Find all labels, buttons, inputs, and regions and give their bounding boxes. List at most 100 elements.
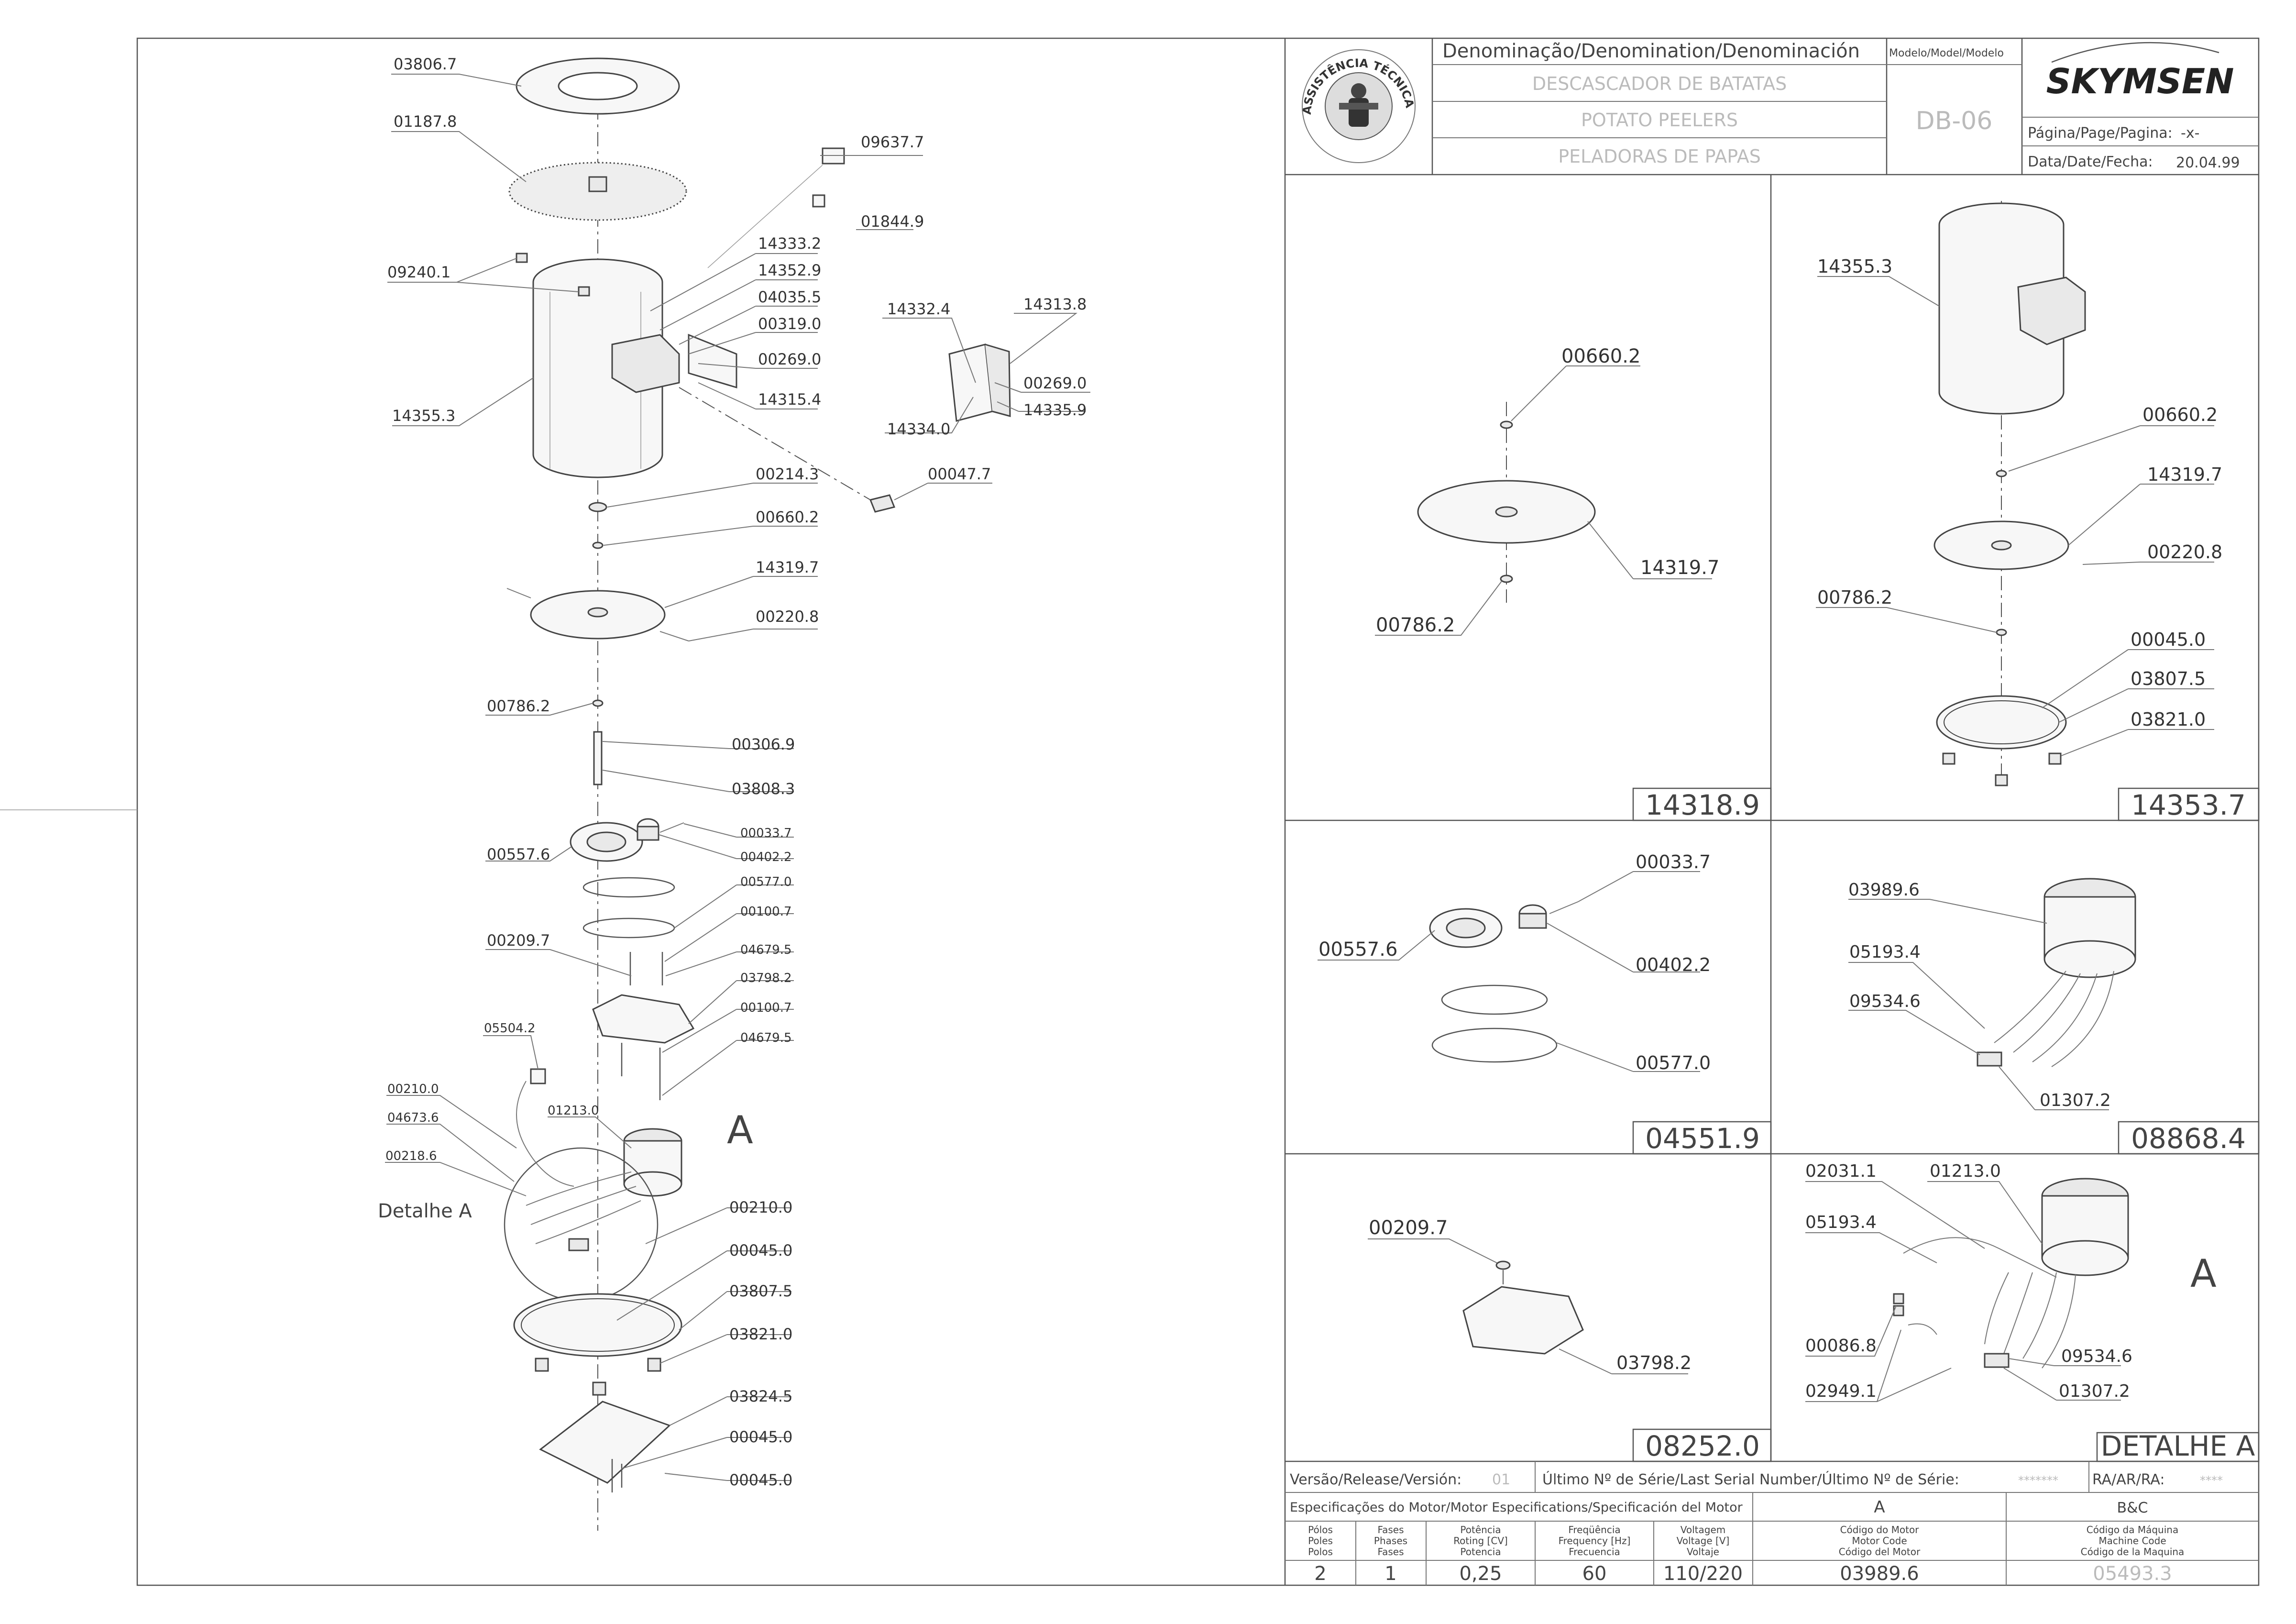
part-label: 00210.0 <box>729 1198 792 1216</box>
part-label: 03821.0 <box>729 1325 792 1343</box>
part-label: 00269.0 <box>758 350 821 368</box>
serial-label: Último Nº de Série/Last Serial Number/Úl… <box>1542 1470 1959 1488</box>
svg-text:00786.2: 00786.2 <box>1817 587 1892 608</box>
svg-text:Fases: Fases <box>1377 1546 1404 1558</box>
panel-code-08252: 08252.0 <box>1645 1430 1760 1462</box>
col-bc: B&C <box>2117 1500 2148 1516</box>
page-label: Página/Page/Pagina: <box>2028 125 2173 142</box>
part-label: 04679.5 <box>740 1031 792 1045</box>
model-label: Modelo/Model/Modelo <box>1889 47 2004 59</box>
main-leaders <box>385 74 1090 1481</box>
svg-text:03821.0: 03821.0 <box>2131 709 2206 730</box>
svg-text:00402.2: 00402.2 <box>1636 954 1711 975</box>
svg-text:Roting [CV]: Roting [CV] <box>1453 1535 1508 1547</box>
detail-letter: A <box>727 1108 753 1152</box>
part-label: 09637.7 <box>861 133 924 151</box>
part-label: 00033.7 <box>740 826 792 840</box>
svg-text:Potencia: Potencia <box>1460 1546 1501 1558</box>
svg-text:Phases: Phases <box>1374 1535 1407 1547</box>
denomination-label: Denominação/Denomination/Denominación <box>1442 40 1860 62</box>
svg-text:05193.4: 05193.4 <box>1805 1213 1877 1232</box>
svg-text:00577.0: 00577.0 <box>1636 1052 1711 1073</box>
spec-headers: Pólos Poles Polos Fases Phases Fases Pot… <box>1308 1524 2184 1558</box>
svg-text:03807.5: 03807.5 <box>2131 668 2206 689</box>
part-label: 00319.0 <box>758 315 821 333</box>
svg-text:09534.6: 09534.6 <box>1849 992 1921 1011</box>
part-label: 00209.7 <box>487 931 550 950</box>
panel-code-14353: 14353.7 <box>2131 789 2246 821</box>
panel-14353: 14355.3 00660.2 14319.7 00220.8 00786.2 … <box>1816 201 2222 786</box>
part-label: 00218.6 <box>385 1149 437 1163</box>
version-label: Versão/Release/Versión: <box>1290 1471 1461 1488</box>
svg-text:Potência: Potência <box>1460 1524 1501 1536</box>
motor-spec-label: Especificações do Motor/Motor Especifica… <box>1290 1500 1743 1515</box>
detail-label: Detalhe A <box>378 1200 472 1222</box>
svg-text:02949.1: 02949.1 <box>1805 1381 1877 1401</box>
power-value: 0,25 <box>1459 1563 1502 1585</box>
panel-code-08868: 08868.4 <box>2131 1122 2246 1155</box>
svg-text:00209.7: 00209.7 <box>1369 1217 1448 1239</box>
svg-text:00033.7: 00033.7 <box>1636 851 1711 873</box>
part-label: 09240.1 <box>387 263 450 281</box>
svg-text:Código do Motor: Código do Motor <box>1840 1524 1920 1536</box>
panel-code-detail-a: DETALHE A <box>2101 1430 2255 1462</box>
svg-text:00045.0: 00045.0 <box>2131 629 2206 650</box>
serial-value: ******* <box>2018 1474 2058 1487</box>
svg-text:14319.7: 14319.7 <box>1640 557 1719 579</box>
voltage-value: 110/220 <box>1663 1563 1743 1585</box>
ra-label: RA/AR/RA: <box>2092 1471 2164 1488</box>
panel-04551: 00033.7 00557.6 00402.2 00577.0 <box>1318 851 1711 1073</box>
part-label: 00214.3 <box>756 465 819 483</box>
part-label: 14355.3 <box>392 407 455 425</box>
part-label: 03807.5 <box>729 1282 792 1300</box>
part-label: 00045.0 <box>729 1428 792 1446</box>
part-label: 14352.9 <box>758 261 821 279</box>
svg-text:Frecuencia: Frecuencia <box>1569 1546 1620 1558</box>
motor-spec-table <box>1285 1461 2259 1585</box>
part-label: 00045.0 <box>729 1241 792 1259</box>
date-value: 20.04.99 <box>2176 155 2240 171</box>
part-label: 04035.5 <box>758 288 821 306</box>
svg-text:14319.7: 14319.7 <box>2147 464 2222 485</box>
svg-text:Freqüência: Freqüência <box>1568 1524 1620 1536</box>
svg-text:01307.2: 01307.2 <box>2040 1091 2111 1110</box>
svg-text:Voltaje: Voltaje <box>1687 1546 1719 1558</box>
part-label: 04679.5 <box>740 943 792 957</box>
part-label: 03798.2 <box>740 971 792 985</box>
panel-14318: 00660.2 14319.7 00786.2 <box>1375 345 1719 636</box>
part-label: 04673.6 <box>387 1111 439 1125</box>
part-label: 14313.8 <box>1023 295 1087 313</box>
part-label: 00220.8 <box>756 608 819 626</box>
panel-code-04551: 04551.9 <box>1645 1122 1760 1155</box>
motor-code-value: 03989.6 <box>1840 1563 1919 1585</box>
part-label: 00660.2 <box>756 508 819 526</box>
part-label: 05504.2 <box>484 1021 536 1036</box>
col-a: A <box>1874 1498 1885 1517</box>
svg-text:00557.6: 00557.6 <box>1318 939 1397 961</box>
svg-text:Código de la Maquina: Código de la Maquina <box>2081 1546 2185 1558</box>
part-label: 00210.0 <box>387 1082 439 1096</box>
svg-text:14355.3: 14355.3 <box>1817 256 1892 277</box>
part-label: 14333.2 <box>758 234 821 253</box>
part-label: 14315.4 <box>758 390 821 409</box>
svg-text:Motor Code: Motor Code <box>1852 1535 1907 1547</box>
svg-text:00660.2: 00660.2 <box>1561 345 1640 367</box>
part-label: 00100.7 <box>740 905 792 919</box>
machine-code-value: 05493.3 <box>2093 1563 2172 1585</box>
svg-text:Voltagem: Voltagem <box>1681 1524 1726 1536</box>
ra-value: **** <box>2200 1474 2223 1487</box>
svg-text:Machine Code: Machine Code <box>2098 1535 2166 1547</box>
svg-text:00220.8: 00220.8 <box>2147 541 2222 563</box>
frequency-value: 60 <box>1582 1563 1607 1585</box>
model-value: DB-06 <box>1916 107 1993 135</box>
svg-text:09534.6: 09534.6 <box>2061 1347 2132 1366</box>
spec-values: 2 1 0,25 60 110/220 03989.6 05493.3 <box>1314 1563 2172 1585</box>
part-label: 03808.3 <box>732 780 795 798</box>
part-label: 00577.0 <box>740 875 792 889</box>
part-label: 00047.7 <box>928 465 991 483</box>
svg-text:00786.2: 00786.2 <box>1376 614 1455 636</box>
part-label: 00269.0 <box>1023 374 1087 392</box>
name-en: POTATO PEELERS <box>1581 110 1738 131</box>
poles-value: 2 <box>1314 1563 1326 1585</box>
